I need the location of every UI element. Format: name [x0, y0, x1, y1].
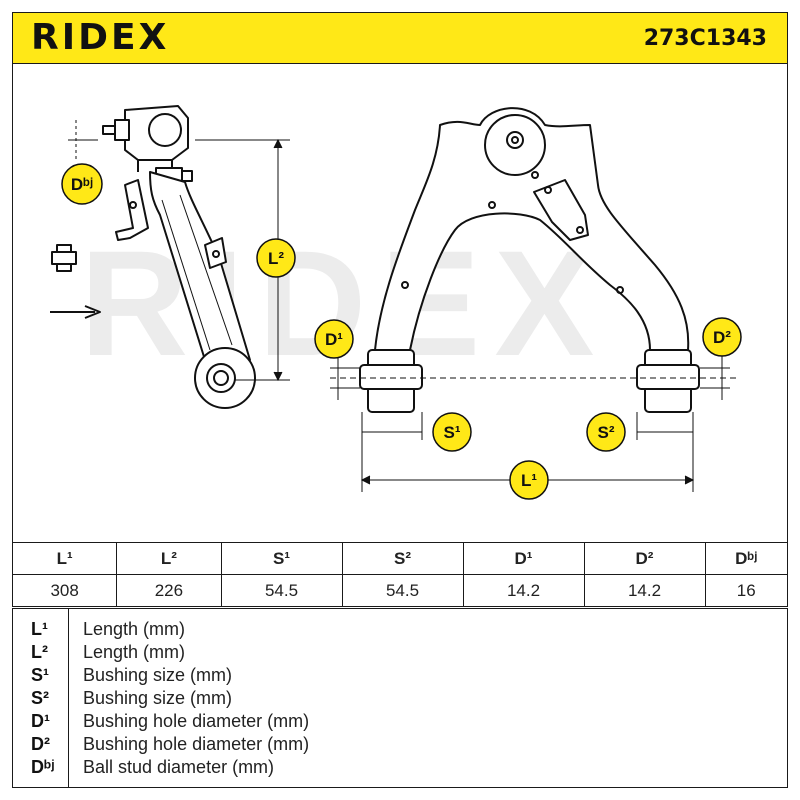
spec-header-cell: L²	[116, 542, 222, 575]
legend-item: Dᵇʲ Ball stud diameter (mm)	[13, 757, 773, 780]
legend-description: Bushing hole diameter (mm)	[83, 734, 310, 754]
spec-value-cell: 308	[11, 574, 118, 607]
spec-header-cell: L¹	[11, 542, 118, 575]
spec-table: L¹ L² S¹ S² D¹ D² Dᵇʲ 308 226 54.5 54.5 …	[11, 542, 788, 607]
spec-table-value-row: 308 226 54.5 54.5 14.2 14.2 16	[11, 574, 788, 607]
legend-item: L¹ Length (mm)	[13, 619, 773, 642]
legend-description: Ball stud diameter (mm)	[83, 757, 275, 777]
legend-symbol: D¹	[31, 711, 50, 731]
legend-symbol: S¹	[31, 665, 49, 685]
legend-item: S¹ Bushing size (mm)	[13, 665, 773, 688]
spec-header-cell: Dᵇʲ	[704, 542, 788, 575]
badge-d2: D²	[702, 317, 742, 357]
badge-s2: S²	[586, 412, 626, 452]
spec-value-cell: 54.5	[220, 574, 343, 607]
technical-drawing: RIDEX	[50, 105, 742, 500]
badge-d2-label: D²	[713, 328, 731, 347]
spec-value-cell: 226	[116, 574, 222, 607]
badge-l2: L²	[256, 238, 296, 278]
drawing-frame	[12, 64, 788, 542]
legend-description: Bushing hole diameter (mm)	[83, 711, 310, 731]
legend-box: L¹ Length (mm) L² Length (mm) S¹ Bushing…	[12, 608, 788, 788]
badge-l1: L¹	[509, 460, 549, 500]
badge-s1: S¹	[432, 412, 472, 452]
legend-description: Bushing size (mm)	[83, 665, 233, 685]
legend-symbol: L¹	[31, 619, 48, 639]
legend-symbol: S²	[31, 688, 49, 708]
badge-l2-label: L²	[268, 249, 284, 268]
spec-value-cell: 16	[704, 574, 788, 607]
spec-value-cell: 14.2	[583, 574, 706, 607]
spec-header-cell: S¹	[220, 542, 343, 575]
legend-symbol: Dᵇʲ	[31, 757, 55, 777]
legend-divider	[68, 609, 69, 787]
badge-l1-label: L¹	[521, 471, 537, 490]
legend-item: S² Bushing size (mm)	[13, 688, 773, 711]
part-number: 273C1343	[643, 26, 767, 51]
legend-item: D¹ Bushing hole diameter (mm)	[13, 711, 773, 734]
badge-s1-label: S¹	[444, 423, 461, 442]
spec-table-header-row: L¹ L² S¹ S² D¹ D² Dᵇʲ	[11, 542, 788, 575]
spec-header-cell: D¹	[462, 542, 585, 575]
badge-dbj: Dᵇʲ	[61, 163, 103, 205]
legend-symbol: L²	[31, 642, 48, 662]
top-view	[359, 107, 700, 413]
legend-description: Length (mm)	[83, 619, 186, 639]
spec-header-cell: S²	[341, 542, 464, 575]
badge-d1-label: D¹	[325, 330, 343, 349]
legend-description: Bushing size (mm)	[83, 688, 233, 708]
spec-value-cell: 54.5	[341, 574, 464, 607]
brand-logo: RIDEX	[31, 17, 170, 58]
spec-value-cell: 14.2	[462, 574, 585, 607]
badge-dbj-label: Dᵇʲ	[71, 175, 93, 194]
watermark: RIDEX	[80, 219, 608, 387]
header-bar: RIDEX 273C1343	[12, 12, 788, 64]
spec-header-cell: D²	[583, 542, 706, 575]
legend-item: D² Bushing hole diameter (mm)	[13, 734, 773, 757]
legend-symbol: D²	[31, 734, 50, 754]
badge-d1: D¹	[314, 319, 354, 359]
side-view	[50, 105, 256, 409]
legend-description: Length (mm)	[83, 642, 186, 662]
badge-s2-label: S²	[598, 423, 615, 442]
legend-item: L² Length (mm)	[13, 642, 773, 665]
